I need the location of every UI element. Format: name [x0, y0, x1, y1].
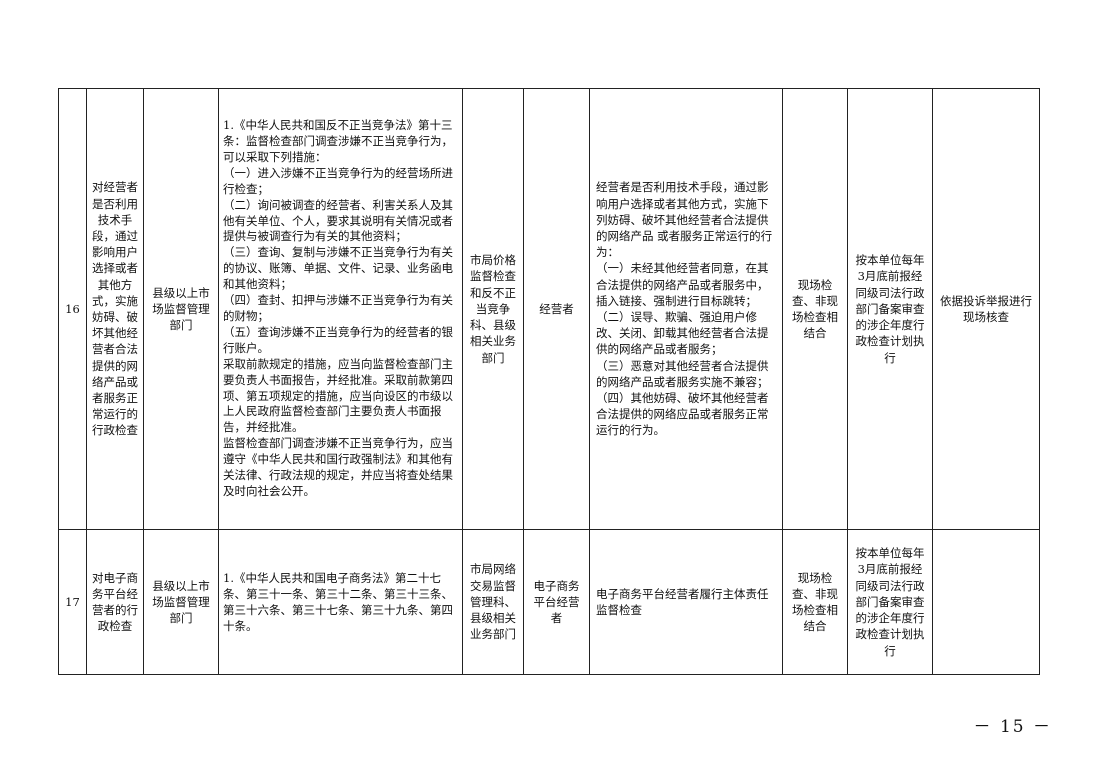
inspection-content: 电子商务平台经营者履行主体责任监督检查: [589, 529, 783, 675]
inspection-table: 16 对经营者是否利用技术手段，通过影响用户选择或者其他方式，实施妨碍、破坏其他…: [58, 88, 1040, 675]
inspection-method: 现场检查、非现场检查相结合: [782, 88, 848, 530]
inspection-subject: 县级以上市场监督管理部门: [143, 88, 219, 530]
responsible-dept: 市局网络交易监督管理科、县级相关业务部门: [462, 529, 524, 675]
remarks: 依据投诉举报进行现场核查: [932, 88, 1040, 530]
inspection-item: 对经营者是否利用技术手段，通过影响用户选择或者其他方式，实施妨碍、破坏其他经营者…: [86, 88, 144, 530]
inspection-item: 对电子商务平台经营者的行政检查: [86, 529, 144, 675]
inspection-content: 经营者是否利用技术手段，通过影响用户选择或者其他方式，实施下列妨碍、破坏其他经营…: [589, 88, 783, 530]
inspection-object: 经营者: [523, 88, 590, 530]
row-number: 16: [58, 88, 87, 530]
page-number: － 15 －: [973, 717, 1052, 737]
inspection-object: 电子商务平台经营者: [523, 529, 590, 675]
inspection-frequency: 按本单位每年3月底前报经同级司法行政部门备案审查的涉企年度行政检查计划执行: [847, 529, 933, 675]
row-number: 17: [58, 529, 87, 675]
legal-basis: 1.《中华人民共和国电子商务法》第二十七条、第三十一条、第三十二条、第三十三条、…: [218, 529, 463, 675]
inspection-subject: 县级以上市场监督管理部门: [143, 529, 219, 675]
inspection-method: 现场检查、非现场检查相结合: [782, 529, 848, 675]
inspection-frequency: 按本单位每年3月底前报经同级司法行政部门备案审查的涉企年度行政检查计划执行: [847, 88, 933, 530]
remarks: [932, 529, 1040, 675]
legal-basis: 1.《中华人民共和国反不正当竞争法》第十三条：监督检查部门调查涉嫌不正当竞争行为…: [218, 88, 463, 530]
table-row: 17 对电子商务平台经营者的行政检查 县级以上市场监督管理部门 1.《中华人民共…: [58, 529, 1040, 675]
responsible-dept: 市局价格监督检查和反不正当竞争科、县级相关业务部门: [462, 88, 524, 530]
table-row: 16 对经营者是否利用技术手段，通过影响用户选择或者其他方式，实施妨碍、破坏其他…: [58, 88, 1040, 530]
